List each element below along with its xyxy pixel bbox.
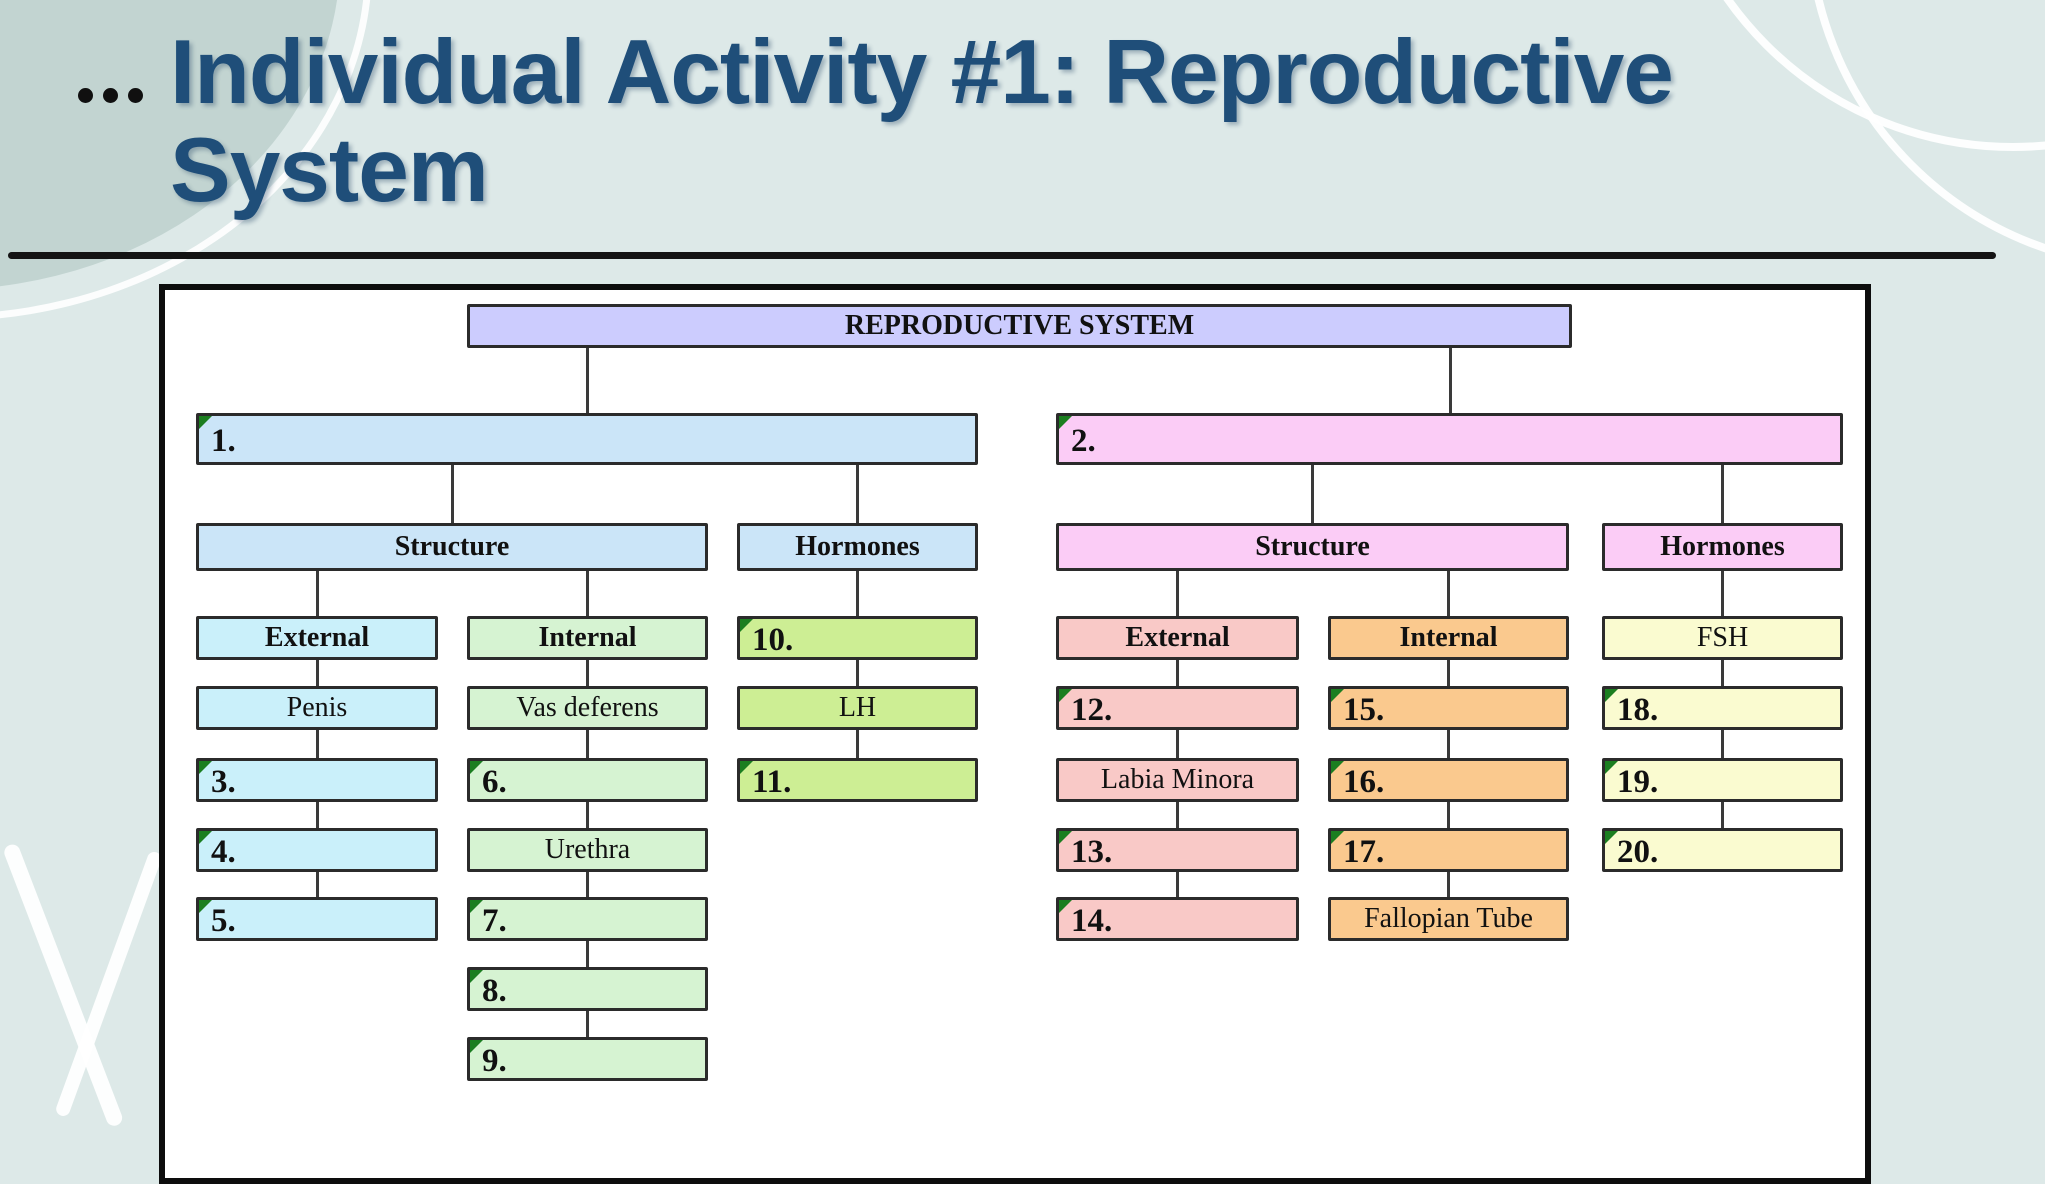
- connector: [316, 802, 319, 828]
- node-urethra: Urethra: [467, 828, 708, 872]
- node-blank-6: 6.: [467, 758, 708, 802]
- background-arc-bottom-left-1: [2, 842, 125, 1129]
- node-blank-19: 19.: [1602, 758, 1843, 802]
- node-internal-male: Internal: [467, 616, 708, 660]
- connector: [1447, 571, 1450, 616]
- connector: [451, 465, 454, 523]
- connector: [316, 872, 319, 897]
- node-vas-deferens: Vas deferens: [467, 686, 708, 730]
- node-external-female: External: [1056, 616, 1299, 660]
- node-blank-8: 8.: [467, 967, 708, 1011]
- node-hormones-female: Hormones: [1602, 523, 1843, 571]
- connector: [856, 571, 859, 616]
- node-blank-18: 18.: [1602, 686, 1843, 730]
- connector: [1721, 802, 1724, 828]
- connector: [1447, 660, 1450, 686]
- node-hormones-male: Hormones: [737, 523, 978, 571]
- connector: [1176, 802, 1179, 828]
- node-blank-10: 10.: [737, 616, 978, 660]
- connector: [1176, 571, 1179, 616]
- connector: [856, 730, 859, 758]
- node-blank-14: 14.: [1056, 897, 1299, 941]
- connector: [1447, 730, 1450, 758]
- node-blank-17: 17.: [1328, 828, 1569, 872]
- connector: [1176, 730, 1179, 758]
- connector: [1176, 660, 1179, 686]
- connector: [1311, 465, 1314, 523]
- connector: [316, 660, 319, 686]
- connector: [856, 465, 859, 523]
- connector: [856, 660, 859, 686]
- connector: [316, 571, 319, 616]
- node-structure-male: Structure: [196, 523, 708, 571]
- connector: [586, 872, 589, 897]
- node-blank-4: 4.: [196, 828, 438, 872]
- connector: [316, 730, 319, 758]
- connector: [1176, 872, 1179, 897]
- connector: [1721, 465, 1724, 523]
- connector: [1449, 348, 1452, 415]
- node-blank-3: 3.: [196, 758, 438, 802]
- connector: [586, 571, 589, 616]
- connector: [1721, 660, 1724, 686]
- node-labia-minora: Labia Minora: [1056, 758, 1299, 802]
- node-lh: LH: [737, 686, 978, 730]
- node-internal-female: Internal: [1328, 616, 1569, 660]
- connector: [586, 348, 589, 415]
- ellipsis-icon: [78, 88, 143, 103]
- node-structure-female: Structure: [1056, 523, 1569, 571]
- node-blank-11: 11.: [737, 758, 978, 802]
- connector: [586, 941, 589, 967]
- connector: [1447, 802, 1450, 828]
- node-blank-16: 16.: [1328, 758, 1569, 802]
- title-line-2: System: [170, 120, 489, 221]
- node-external-male: External: [196, 616, 438, 660]
- node-penis: Penis: [196, 686, 438, 730]
- node-blank-1-male-system: 1.: [196, 413, 978, 465]
- connector: [586, 802, 589, 828]
- title-line-1: Individual Activity #1: Reproductive: [170, 22, 1674, 123]
- connector: [586, 660, 589, 686]
- node-blank-9: 9.: [467, 1037, 708, 1081]
- node-blank-15: 15.: [1328, 686, 1569, 730]
- connector: [1721, 730, 1724, 758]
- node-blank-7: 7.: [467, 897, 708, 941]
- title-underline: [8, 252, 1996, 259]
- connector: [586, 1011, 589, 1037]
- node-blank-2-female-system: 2.: [1056, 413, 1843, 465]
- node-root-reproductive-system: REPRODUCTIVE SYSTEM: [467, 304, 1572, 348]
- node-blank-13: 13.: [1056, 828, 1299, 872]
- background-arc-bottom-left-2: [54, 850, 164, 1118]
- node-fallopian-tube: Fallopian Tube: [1328, 897, 1569, 941]
- node-blank-5: 5.: [196, 897, 438, 941]
- node-blank-12: 12.: [1056, 686, 1299, 730]
- connector: [1447, 872, 1450, 897]
- node-fsh: FSH: [1602, 616, 1843, 660]
- node-blank-20: 20.: [1602, 828, 1843, 872]
- connector: [1721, 571, 1724, 616]
- connector: [586, 730, 589, 758]
